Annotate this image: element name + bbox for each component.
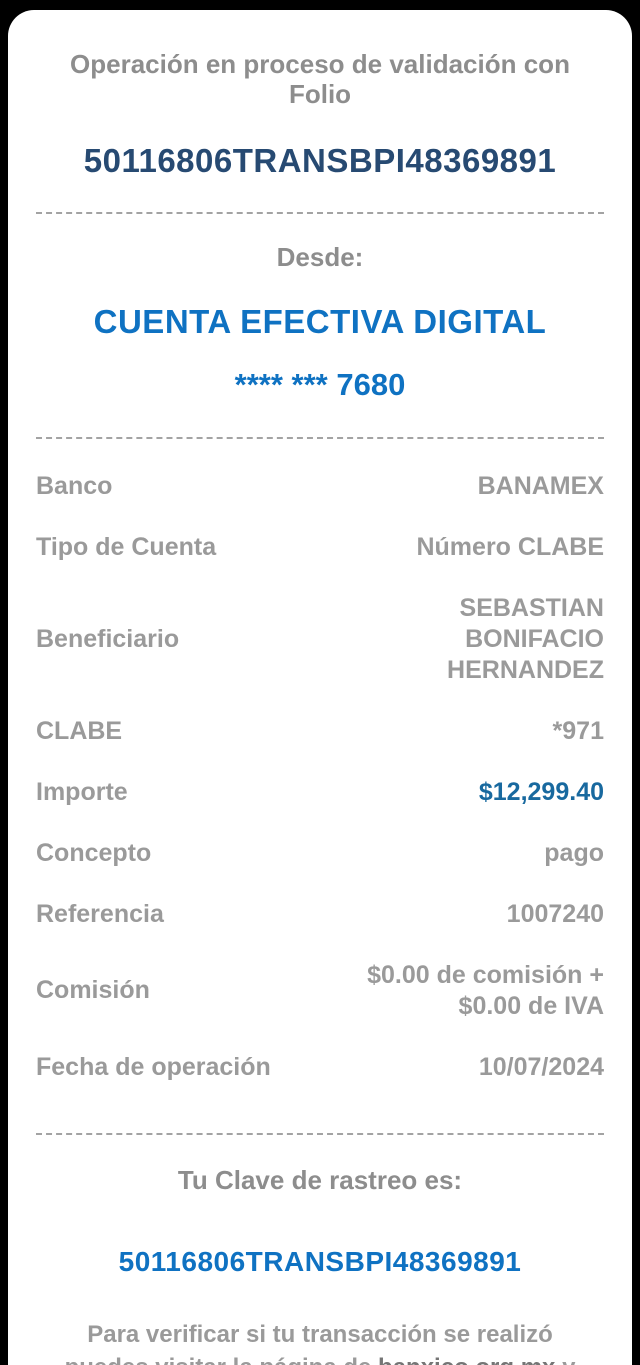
detail-label: Concepto [36, 838, 152, 867]
detail-label: CLABE [36, 716, 123, 745]
source-account-name: CUENTA EFECTIVA DIGITAL [93, 302, 547, 340]
detail-row: Fecha de operación 10/07/2024 [36, 1052, 604, 1083]
detail-value: $0.00 de comisión + $0.00 de IVA [367, 960, 604, 1020]
detail-row: Tipo de Cuenta Número CLABE [36, 532, 604, 563]
detail-value: $12,299.40 [478, 777, 604, 806]
detail-value: BANAMEX [477, 471, 604, 500]
detail-label: Comisión [36, 976, 150, 1005]
details-list: Banco BANAMEX Tipo de Cuenta Número CLAB… [36, 471, 604, 1083]
detail-row: Comisión $0.00 de comisión + $0.00 de IV… [36, 960, 604, 1022]
detail-label: Fecha de operación [36, 1052, 271, 1081]
tracking-key-value: 50116806TRANSBPI48369891 [118, 1245, 522, 1277]
detail-label: Importe [36, 777, 128, 806]
detail-row: Concepto pago [36, 838, 604, 869]
detail-value: Número CLABE [416, 532, 604, 561]
detail-row: Banco BANAMEX [36, 471, 604, 502]
detail-label: Referencia [36, 899, 164, 928]
banxico-link[interactable]: banxico.org.mx [378, 1354, 555, 1365]
detail-value: *971 [552, 716, 604, 745]
source-account-mask: **** *** 7680 [234, 366, 406, 402]
divider [36, 1132, 604, 1135]
footer-note: Para verificar si tu transacción se real… [50, 1318, 590, 1365]
detail-row: Importe $12,299.40 [36, 777, 604, 808]
detail-label: Beneficiario [36, 624, 180, 653]
detail-row: Beneficiario SEBASTIAN BONIFACIO HERNAND… [36, 593, 604, 686]
receipt-card: Operación en proceso de validación con F… [8, 10, 632, 1365]
folio-number: 50116806TRANSBPI48369891 [83, 141, 557, 179]
detail-label: Tipo de Cuenta [36, 532, 217, 561]
footer-text-after: y darle seguimiento con tu Clave de rast… [81, 1354, 575, 1365]
footer-text-before: Para verificar si tu transacción se real… [65, 1320, 553, 1365]
from-label: Desde: [276, 241, 364, 272]
detail-value: pago [544, 838, 604, 867]
status-title: Operación en proceso de validación con F… [70, 49, 570, 109]
tracking-key-label: Tu Clave de rastreo es: [177, 1164, 463, 1195]
detail-row: CLABE *971 [36, 716, 604, 747]
detail-value: SEBASTIAN BONIFACIO HERNANDEZ [447, 593, 604, 684]
divider [36, 211, 604, 214]
divider [36, 436, 604, 439]
detail-value: 1007240 [506, 899, 604, 928]
detail-label: Banco [36, 471, 113, 500]
detail-value: 10/07/2024 [478, 1052, 604, 1081]
detail-row: Referencia 1007240 [36, 899, 604, 930]
